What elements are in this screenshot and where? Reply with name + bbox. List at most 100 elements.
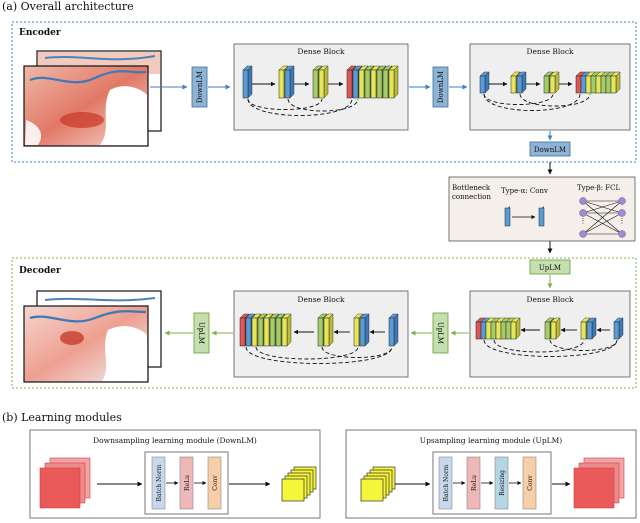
bottleneck-type-beta: Type-β: FCL	[577, 184, 620, 192]
out-map-hot	[60, 331, 84, 345]
bottleneck-type-alpha: Type-α: Conv	[501, 187, 548, 195]
up-op-3-label: Resizing	[499, 470, 506, 496]
encoder-label: Encoder	[19, 28, 61, 38]
encoder-panel: Encoder DownLM Dense Block DownLM Dense …	[11, 21, 637, 163]
decoder-uplm-2	[432, 312, 449, 354]
eb2-concat-4	[590, 75, 597, 94]
eb1-layer-5	[318, 69, 325, 99]
map-front-white	[100, 86, 147, 145]
db1-layer-4	[586, 321, 593, 340]
fcl-dots-left: ⋮	[580, 217, 587, 225]
db1-concat-5	[495, 321, 502, 340]
decoder-uplm-3	[193, 312, 210, 354]
encoder-border	[11, 21, 637, 163]
db1-concat-1	[475, 321, 482, 340]
down-module-title: Downsampling learning module (DownLM)	[93, 436, 257, 445]
decoder-dense-block-1-layers	[475, 317, 624, 357]
eb1-layer-4	[312, 69, 319, 99]
encoder-downlm-2	[432, 66, 449, 108]
decoder-dense-block-2-title: Dense Block	[297, 295, 345, 304]
bottleneck-label-line1: Bottleneck	[452, 184, 491, 192]
down-op-1-label: Batch Norm	[156, 464, 163, 501]
decoder-panel: Decoder UpLM Dense Block UpLM Dense Bloc…	[11, 257, 637, 389]
db2-layer-5	[388, 317, 395, 347]
eb2-concat-2	[580, 75, 587, 94]
fcl-node-right-1	[618, 197, 626, 205]
eb1-skip-2	[247, 98, 323, 110]
encoder-downlm-2-label: DownLM	[437, 71, 445, 103]
decoder-uplm-1	[529, 259, 571, 275]
eb2-concat-6	[600, 75, 607, 94]
db2-skip-3	[255, 346, 359, 360]
db2-concat-7	[275, 317, 282, 347]
conv-layer-b-face	[538, 207, 545, 227]
decoder-dense-block-2-layers	[239, 313, 399, 364]
eb2-skip-1	[483, 93, 581, 111]
bottleneck-panel: Bottleneck connection Type-α: Conv Type-…	[448, 176, 636, 242]
fcl-node-left-3	[579, 230, 587, 238]
fcl-node-left-2	[579, 209, 587, 217]
eb1-layer-5-side	[323, 65, 329, 99]
eb2-concat-7	[605, 75, 612, 94]
db1-concat-7	[505, 321, 512, 340]
eb2-concat-5	[595, 75, 602, 94]
db2-concat-2	[245, 317, 252, 347]
eb1-layer-2	[278, 69, 285, 99]
db2-concat-8-side	[286, 313, 292, 347]
encoder-downlm-3	[529, 141, 571, 157]
decoder-output-maps	[23, 290, 162, 383]
up-op-3	[494, 456, 509, 510]
db2-layer-2	[323, 317, 330, 347]
map-front-hot	[60, 112, 104, 128]
section-a-title: (a) Overall architecture	[2, 0, 134, 13]
eb2-layer-3-side	[521, 71, 527, 94]
down-module-panel: Downsampling learning module (DownLM) Ba…	[29, 429, 321, 519]
down-op-3-label: Conv	[212, 475, 219, 491]
db1-layer-1	[544, 321, 551, 340]
out-map-streak	[29, 310, 147, 323]
db1-layer-2-side	[555, 317, 561, 340]
db1-layer-5-side	[618, 317, 624, 340]
fcl-edge-3-2	[582, 212, 623, 235]
out-map-white	[102, 326, 147, 381]
eb1-layer-1-side	[247, 65, 253, 99]
encoder-downlm-1	[191, 66, 208, 108]
up-module-panel: Upsampling learning module (UpLM) Batch …	[345, 429, 637, 519]
eb2-layer-5-side	[554, 71, 560, 94]
encoder-dense-block-1-title: Dense Block	[297, 47, 345, 56]
fcl-dots-right: ⋮	[619, 217, 626, 225]
eb1-layer-3-side	[289, 65, 295, 99]
eb1-concat-3	[358, 69, 365, 99]
eb2-layer-1	[479, 75, 486, 94]
eb2-skip-2	[483, 93, 554, 105]
up-output-layer-front	[573, 467, 615, 509]
db2-concat-4	[257, 317, 264, 347]
down-op-1	[151, 456, 166, 510]
decoder-label: Decoder	[19, 266, 61, 276]
up-op-2	[466, 456, 481, 510]
bottleneck-label-line2: connection	[452, 193, 491, 201]
db2-concat-8	[281, 317, 288, 347]
down-op-2-label: ReLu	[184, 475, 191, 491]
map-front-streak	[29, 70, 147, 84]
section-b-title: (b) Learning modules	[2, 411, 122, 424]
db2-concat-3	[251, 317, 258, 347]
encoder-dense-block-2-title: Dense Block	[526, 47, 574, 56]
up-op-4	[522, 456, 537, 510]
db2-concat-6	[269, 317, 276, 347]
db1-concat-8-side	[515, 317, 521, 340]
up-op-2-label: ReLu	[471, 475, 478, 491]
db2-layer-4	[359, 317, 366, 347]
db2-layer-5-side	[393, 313, 399, 347]
down-input-layer-front	[39, 467, 81, 509]
eb2-concat-8-side	[615, 71, 621, 94]
db2-concat-5	[263, 317, 270, 347]
eb2-concat-8	[610, 75, 617, 94]
down-op-2	[179, 456, 194, 510]
eb1-layer-1	[242, 69, 249, 99]
eb1-skip-1	[247, 98, 353, 116]
map-back-streak	[44, 55, 156, 61]
eb2-layer-1-side	[484, 71, 490, 94]
out-map-back-streak	[44, 297, 156, 302]
